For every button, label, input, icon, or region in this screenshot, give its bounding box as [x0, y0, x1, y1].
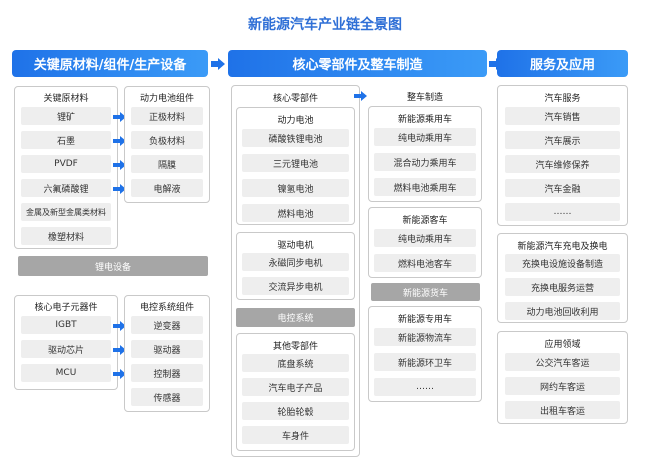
panel-power-battery: 动力电池 磷酸铁锂电池 三元锂电池 镍氢电池 燃料电池 [236, 107, 355, 225]
list-item: 底盘系统 [242, 354, 349, 372]
list-item: 隔膜 [131, 155, 203, 173]
panel-auto-services: 汽车服务 汽车销售 汽车展示 汽车维修保养 汽车金融 …… [497, 85, 628, 226]
list-item: 金属及新型金属类材料 [21, 203, 111, 221]
list-item: 出租车客运 [505, 401, 620, 419]
list-item: MCU [21, 364, 111, 382]
panel-title: 新能源客车 [402, 216, 448, 226]
list-item: 轮胎轮毂 [242, 402, 349, 420]
list-item: 六氟磷酸锂 [21, 179, 111, 197]
panel-applications: 应用领域 公交汽车客运 网约车客运 出租车客运 [497, 331, 628, 424]
list-item: 正极材料 [131, 107, 203, 125]
panel-battery-components: 动力电池组件 正极材料 负极材料 隔膜 电解液 [124, 86, 210, 203]
list-item: 传感器 [131, 388, 203, 406]
panel-title: 动力电池 [277, 116, 314, 126]
panel-title: 其他零部件 [272, 342, 318, 352]
panel-bus: 新能源客车 纯电动乘用车 燃料电池客车 [368, 207, 482, 278]
list-item: 驱动器 [131, 340, 203, 358]
list-item: 公交汽车客运 [505, 353, 620, 371]
list-item: 纯电动乘用车 [374, 128, 476, 146]
list-item: 充换电服务运营 [505, 278, 620, 296]
panel-title: 动力电池组件 [139, 94, 194, 104]
list-item: 纯电动乘用车 [374, 229, 476, 247]
list-item: 永磁同步电机 [242, 253, 349, 271]
panel-other-parts: 其他零部件 底盘系统 汽车电子产品 轮胎轮毂 车身件 [236, 333, 355, 451]
panel-title: 应用领域 [544, 340, 581, 350]
list-item: 镍氢电池 [242, 179, 349, 197]
vehicle-title: 整车制造 [406, 93, 443, 103]
panel-title: 驱动电机 [277, 241, 314, 251]
list-item: 逆变器 [131, 316, 203, 334]
list-item: 充换电设施设备制造 [505, 254, 620, 272]
list-item: 动力电池回收利用 [505, 302, 620, 320]
arrow-right-icon [113, 184, 126, 194]
panel-electronic-components: 核心电子元器件 IGBT 驱动芯片 MCU [14, 295, 118, 390]
panel-passenger-vehicle: 新能源乘用车 纯电动乘用车 混合动力乘用车 燃料电池乘用车 [368, 106, 482, 202]
arrow-right-icon [113, 369, 126, 379]
list-item: 橡塑材料 [21, 227, 111, 245]
list-item: 汽车销售 [505, 107, 620, 125]
arrow-right-icon [354, 91, 367, 101]
list-item: …… [374, 378, 476, 396]
list-item: 汽车展示 [505, 131, 620, 149]
panel-ecu-components: 电控系统组件 逆变器 驱动器 控制器 传感器 [124, 295, 210, 412]
panel-title: 电控系统组件 [139, 303, 194, 313]
panel-special-vehicle: 新能源专用车 新能源物流车 新能源环卫车 …… [368, 306, 482, 402]
list-item: 新能源环卫车 [374, 353, 476, 371]
arrow-right-icon [113, 321, 126, 331]
list-item: 交流异步电机 [242, 277, 349, 295]
panel-drive-motor: 驱动电机 永磁同步电机 交流异步电机 [236, 232, 355, 300]
list-item: 汽车电子产品 [242, 378, 349, 396]
header-materials: 关键原材料/组件/生产设备 [12, 50, 208, 77]
list-item: 驱动芯片 [21, 340, 111, 358]
list-item: …… [505, 203, 620, 221]
panel-title: 新能源乘用车 [397, 115, 452, 125]
truck-bar: 新能源货车 [371, 283, 480, 301]
panel-title: 汽车服务 [544, 94, 581, 104]
list-item: PVDF [21, 155, 111, 173]
page-title: 新能源汽车产业链全景图 [248, 17, 402, 33]
list-item: 新能源物流车 [374, 328, 476, 346]
list-item: 石墨 [21, 131, 111, 149]
arrow-right-icon [113, 112, 126, 122]
list-item: 燃料电池客车 [374, 254, 476, 272]
list-item: 燃料电池乘用车 [374, 178, 476, 196]
control-system-bar: 电控系统 [236, 308, 355, 327]
panel-core-parts: 核心零部件 动力电池 磷酸铁锂电池 三元锂电池 镍氢电池 燃料电池 驱动电机 永… [231, 85, 360, 457]
lithium-equipment-bar: 锂电设备 [18, 256, 208, 276]
list-item: 电解液 [131, 179, 203, 197]
list-item: 混合动力乘用车 [374, 153, 476, 171]
list-item: 控制器 [131, 364, 203, 382]
arrow-right-icon [113, 160, 126, 170]
list-item: 汽车维修保养 [505, 155, 620, 173]
header-core-manufacturing: 核心零部件及整车制造 [228, 50, 487, 77]
arrow-right-icon [113, 136, 126, 146]
list-item: 负极材料 [131, 131, 203, 149]
list-item: 燃料电池 [242, 204, 349, 222]
panel-charging: 新能源汽车充电及换电 充换电设施设备制造 充换电服务运营 动力电池回收利用 [497, 233, 628, 323]
arrow-right-icon [113, 345, 126, 355]
panel-title: 新能源汽车充电及换电 [517, 242, 608, 252]
header-services: 服务及应用 [497, 50, 628, 77]
list-item: 网约车客运 [505, 377, 620, 395]
list-item: IGBT [21, 316, 111, 334]
list-item: 车身件 [242, 426, 349, 444]
panel-raw-materials: 关键原材料 锂矿 石墨 PVDF 六氟磷酸锂 金属及新型金属类材料 橡塑材料 [14, 86, 118, 249]
list-item: 三元锂电池 [242, 154, 349, 172]
panel-title: 核心电子元器件 [34, 303, 98, 313]
list-item: 锂矿 [21, 107, 111, 125]
list-item: 磷酸铁锂电池 [242, 129, 349, 147]
panel-title: 关键原材料 [43, 94, 89, 104]
arrow-right-icon [211, 58, 225, 70]
panel-title: 核心零部件 [272, 94, 318, 104]
list-item: 汽车金融 [505, 179, 620, 197]
panel-title: 新能源专用车 [397, 315, 452, 325]
